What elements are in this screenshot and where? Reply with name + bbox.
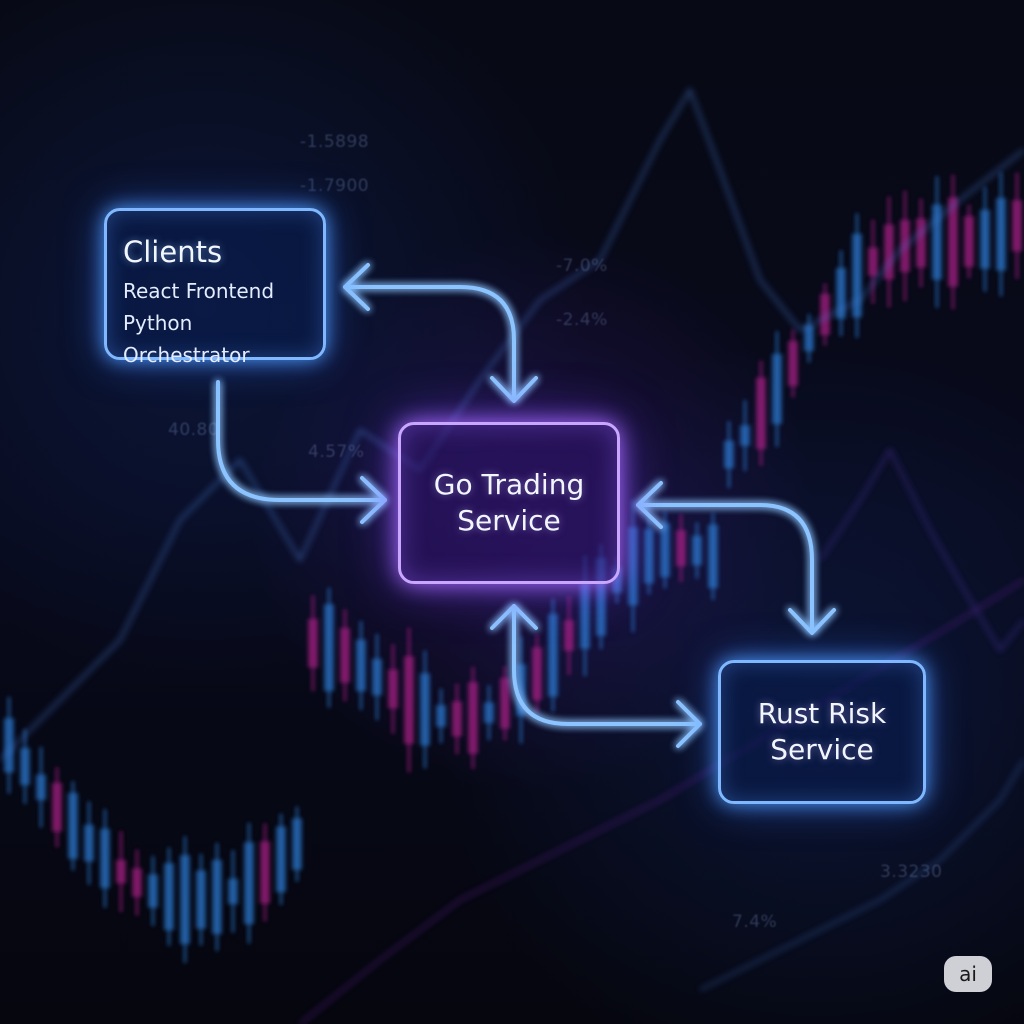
background-candle: [692, 535, 702, 566]
background-candle: [500, 677, 510, 729]
background-candle: [68, 792, 78, 859]
background-candle: [420, 673, 430, 746]
background-candle: [836, 267, 846, 319]
background-candle: [948, 197, 958, 287]
background-candle: [404, 656, 414, 744]
background-candle: [756, 377, 766, 450]
background-candle: [132, 868, 142, 897]
background-candle: [884, 224, 894, 280]
background-trend-line: [0, 87, 1024, 761]
background-candle: [868, 247, 878, 276]
background-candle: [340, 627, 350, 683]
ticker-text: 40.80: [168, 420, 220, 440]
background-candle: [548, 613, 558, 697]
background-candle: [244, 842, 254, 925]
background-candle: [436, 705, 446, 727]
background-candle: [356, 639, 366, 692]
background-candle: [4, 718, 14, 773]
background-candle: [36, 774, 46, 801]
edge-clients-go-oneway: [216, 380, 387, 502]
ticker-text: 3.3230: [880, 862, 943, 882]
background-candle: [372, 658, 382, 696]
rust-risk-service-label: Rust Risk Service: [757, 697, 887, 766]
background-trend-line-3: [699, 759, 1024, 991]
background-candle: [84, 824, 94, 862]
background-candle: [116, 859, 126, 884]
ticker-text: -1.7900: [300, 176, 370, 196]
background-candle: [52, 782, 62, 832]
background-candle: [516, 664, 526, 717]
arrowhead-up-go: [490, 604, 538, 630]
background-candle: [260, 841, 270, 904]
background-candle: [740, 425, 750, 446]
background-candle: [20, 748, 30, 786]
background-candle: [100, 828, 110, 889]
background-candle: [660, 522, 670, 578]
background-candle: [628, 527, 638, 606]
background-candle: [388, 669, 398, 709]
edge-go-rust-bottom: [512, 604, 702, 726]
background-trend-line-2: [299, 579, 1024, 1024]
background-candle: [532, 647, 542, 701]
background-candle: [772, 353, 782, 425]
background-candle: [676, 530, 686, 567]
background-candle: [612, 567, 622, 593]
background-candle: [1012, 200, 1022, 252]
ai-badge: ai: [944, 956, 992, 992]
background-candle: [852, 233, 862, 318]
arrowhead-left-go: [636, 481, 663, 529]
clients-item-react: React Frontend: [123, 279, 275, 303]
arrowhead-down-rust: [788, 608, 836, 635]
arrowhead-right-rust: [676, 700, 702, 748]
clients-item-python: Python Orchestrator: [123, 311, 250, 367]
background-candle: [708, 524, 718, 589]
edge-go-rust-right: [636, 503, 814, 634]
background-candle: [788, 340, 798, 387]
background-candle: [228, 878, 238, 905]
background-candle: [580, 582, 590, 649]
background-candle: [596, 557, 606, 636]
background-candle: [324, 604, 334, 692]
background-candle: [452, 701, 462, 737]
ticker-text: 7.4%: [732, 912, 778, 932]
background-candle: [308, 618, 318, 668]
background-candle: [980, 209, 990, 269]
background-candle: [644, 528, 654, 584]
background-candle: [916, 218, 926, 268]
clients-title: Clients: [123, 235, 223, 269]
arrowhead-right-go: [360, 476, 387, 524]
background-candle: [932, 204, 942, 280]
go-trading-service-node: Go Trading Service: [398, 422, 620, 584]
background-candle: [180, 855, 190, 945]
background-candle: [804, 325, 814, 352]
background-candle: [212, 859, 222, 934]
background-candle: [164, 863, 174, 931]
arrowhead-down-go: [490, 376, 538, 403]
background-candle: [276, 826, 286, 893]
edge-clients-go-bidirectional: [343, 285, 516, 402]
ticker-text: 4.57%: [308, 442, 365, 462]
background-candle: [996, 198, 1006, 271]
background-trend-line-4: [819, 447, 1024, 652]
background-candle: [292, 818, 302, 870]
rust-risk-service-node: Rust Risk Service: [718, 660, 926, 804]
background-candle: [964, 216, 974, 267]
background-candle: [484, 702, 494, 723]
background-candle: [468, 682, 478, 754]
background-candle: [148, 874, 158, 908]
arrowhead-left-clients: [343, 263, 370, 311]
background-candle: [564, 620, 574, 651]
background-candle: [196, 870, 206, 929]
go-trading-service-label: Go Trading Service: [433, 468, 585, 537]
ticker-text: -7.0%: [556, 256, 608, 276]
background-candle: [820, 293, 830, 336]
clients-node: Clients React Frontend Python Orchestrat…: [104, 208, 326, 367]
ticker-text: -1.5898: [300, 132, 370, 152]
ticker-text: -2.4%: [556, 310, 608, 330]
background-candle: [724, 440, 734, 469]
